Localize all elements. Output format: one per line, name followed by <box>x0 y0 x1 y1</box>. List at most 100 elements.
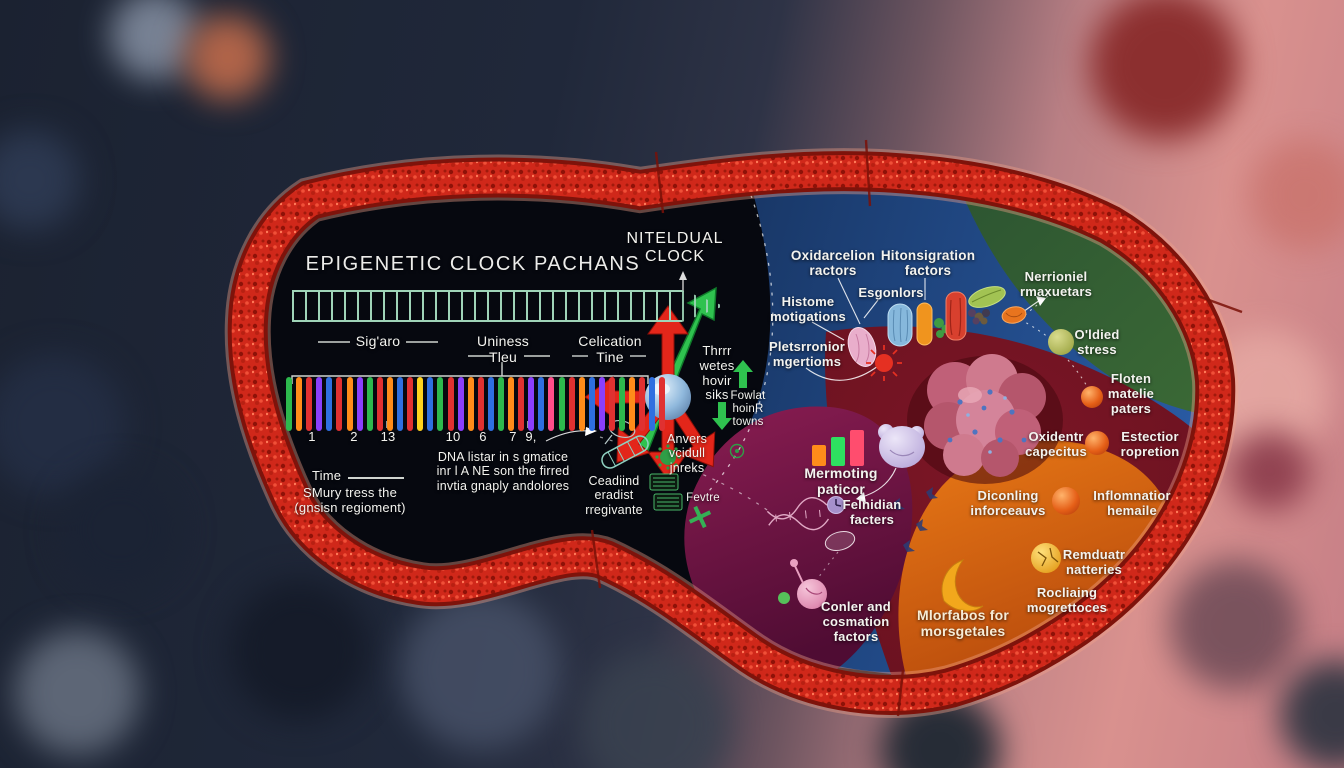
fevtre-label: Fevtre <box>686 492 720 504</box>
label-inflammation: Inflomnatior hemaile <box>1093 488 1171 518</box>
lavender-blob-icon <box>878 424 925 468</box>
organelle-row <box>847 286 1027 381</box>
barcode-bar <box>437 377 444 431</box>
bg-sphere <box>580 650 730 768</box>
virus-icon <box>655 443 745 470</box>
axis-label-right: Celication Tine <box>578 333 642 365</box>
label-escenlors: Esgonlors <box>858 285 924 300</box>
moth-icons <box>893 487 938 552</box>
dna-note: DNA listar in s gmatice inr l A NE son t… <box>436 450 570 493</box>
axis-label-mid: Uniness Tleu <box>477 333 529 365</box>
clock-hands-note: Thrrr wetes hovir siks <box>699 343 735 403</box>
barcode-bar <box>588 377 595 431</box>
barcode-bar <box>306 377 313 431</box>
barcode-bar <box>356 377 363 431</box>
tick-4: 10 <box>445 429 461 444</box>
barcode-bar <box>649 377 656 431</box>
barcode-bar <box>487 377 494 431</box>
panel-title: EPIGENETIC CLOCK PACHANS <box>305 253 641 275</box>
label-mlorfabos: Mlorfabos for morsgetales <box>916 607 1010 639</box>
barcode-bar <box>336 377 343 431</box>
mini-bar <box>850 430 864 466</box>
label-conler: Conler and cosmation factors <box>821 599 891 644</box>
barcode-bar <box>619 377 626 431</box>
bg-sphere <box>400 590 560 750</box>
tick-5: 6 <box>479 429 487 444</box>
tick-2: 2 <box>350 429 358 444</box>
barcode-bar <box>407 377 414 431</box>
label-rocbaing: Rocliaing mogrettoces <box>1026 585 1108 615</box>
tick-1: 1 <box>308 429 316 444</box>
purple-region <box>684 406 913 674</box>
tick-6: 7 <box>509 429 517 444</box>
barcode-bar <box>538 377 545 431</box>
mini-bar <box>831 437 845 466</box>
label-neuronal: Nerrioniel rmaxuetars <box>1019 269 1093 299</box>
orange-capsule-icon <box>916 302 933 346</box>
dark-cluster-icon <box>968 309 990 325</box>
label-histone-integration: Hitonsigration factors <box>880 248 976 279</box>
bg-sphere-dark <box>1230 430 1310 510</box>
clock-title: NITELDUAL CLOCK <box>626 230 724 266</box>
orange-sphere-icon <box>1052 487 1080 515</box>
membrane-creases <box>590 139 1243 717</box>
label-remdar: Remduatr natteries <box>1062 547 1126 577</box>
barcode-bar <box>578 377 585 431</box>
chromosome-icon <box>601 435 649 469</box>
barcode-bar <box>286 377 292 431</box>
cracked-yellow-sphere-icon <box>1031 543 1061 573</box>
gel-blots-icon <box>649 473 683 511</box>
methylation-barcode <box>286 377 666 431</box>
barcode-bar <box>518 377 525 431</box>
barcode-bar <box>639 377 646 431</box>
green-down-arrow-icon <box>712 402 732 430</box>
label-histone-mods: Histome motigations <box>770 294 846 324</box>
barcode-bar <box>609 377 615 431</box>
label-mermoting: Mermoting paticor <box>804 465 878 497</box>
orange-sphere-icon <box>1081 386 1103 408</box>
oval-outline-icon <box>824 530 856 552</box>
barcode-bar <box>346 377 353 431</box>
x-marker-icon <box>688 505 712 529</box>
gel-note: Ceadiind eradist rregivante <box>585 474 643 517</box>
label-oxident: Oxidentr capecitus <box>1025 429 1087 459</box>
bg-sphere-copper <box>185 15 270 100</box>
clock-sphere-small-icon <box>827 496 845 514</box>
orange-sphere-icon <box>1085 431 1109 455</box>
arrowhead <box>856 492 866 503</box>
bg-sphere-gray <box>15 630 140 755</box>
green-up-arrow-icon <box>733 360 753 388</box>
barcode-bar <box>497 377 504 431</box>
cell-membrane <box>248 139 1243 717</box>
flask-cell-icon <box>778 559 827 609</box>
bg-sphere <box>0 130 80 230</box>
axis-label-left: Sig'aro <box>355 333 401 349</box>
barcode-bar <box>427 377 434 431</box>
time-note: SMury tress the (gnsisn regioment) <box>294 485 406 515</box>
barcode-bar <box>558 377 565 431</box>
red-capsule-icon <box>945 291 967 341</box>
tick-7: 9, <box>525 429 537 444</box>
barcode-bar <box>397 377 404 431</box>
leader-lines <box>545 277 1041 498</box>
barcode-bar <box>366 377 373 431</box>
small-up-arrow-icon <box>679 271 687 292</box>
nucleus-icon <box>907 354 1063 484</box>
dna-helix-icon <box>766 497 830 531</box>
barcode-bar <box>568 377 575 431</box>
barcode-bar <box>548 377 555 431</box>
barcode-bar <box>629 377 636 431</box>
label-oxidized-stress: O'ldied stress <box>1074 327 1120 357</box>
spiky-virus-icon <box>866 345 902 381</box>
bg-sphere-red <box>1090 0 1240 140</box>
label-estection: Estectior ropretion <box>1120 429 1180 459</box>
dashed-leader <box>1013 315 1061 351</box>
mini-bar-chart <box>812 428 870 466</box>
bg-sphere <box>60 470 180 590</box>
barcode-bar <box>508 377 515 431</box>
barcode-bar <box>528 377 535 431</box>
barcode-bar <box>467 377 474 431</box>
barcode-bar <box>386 377 393 431</box>
